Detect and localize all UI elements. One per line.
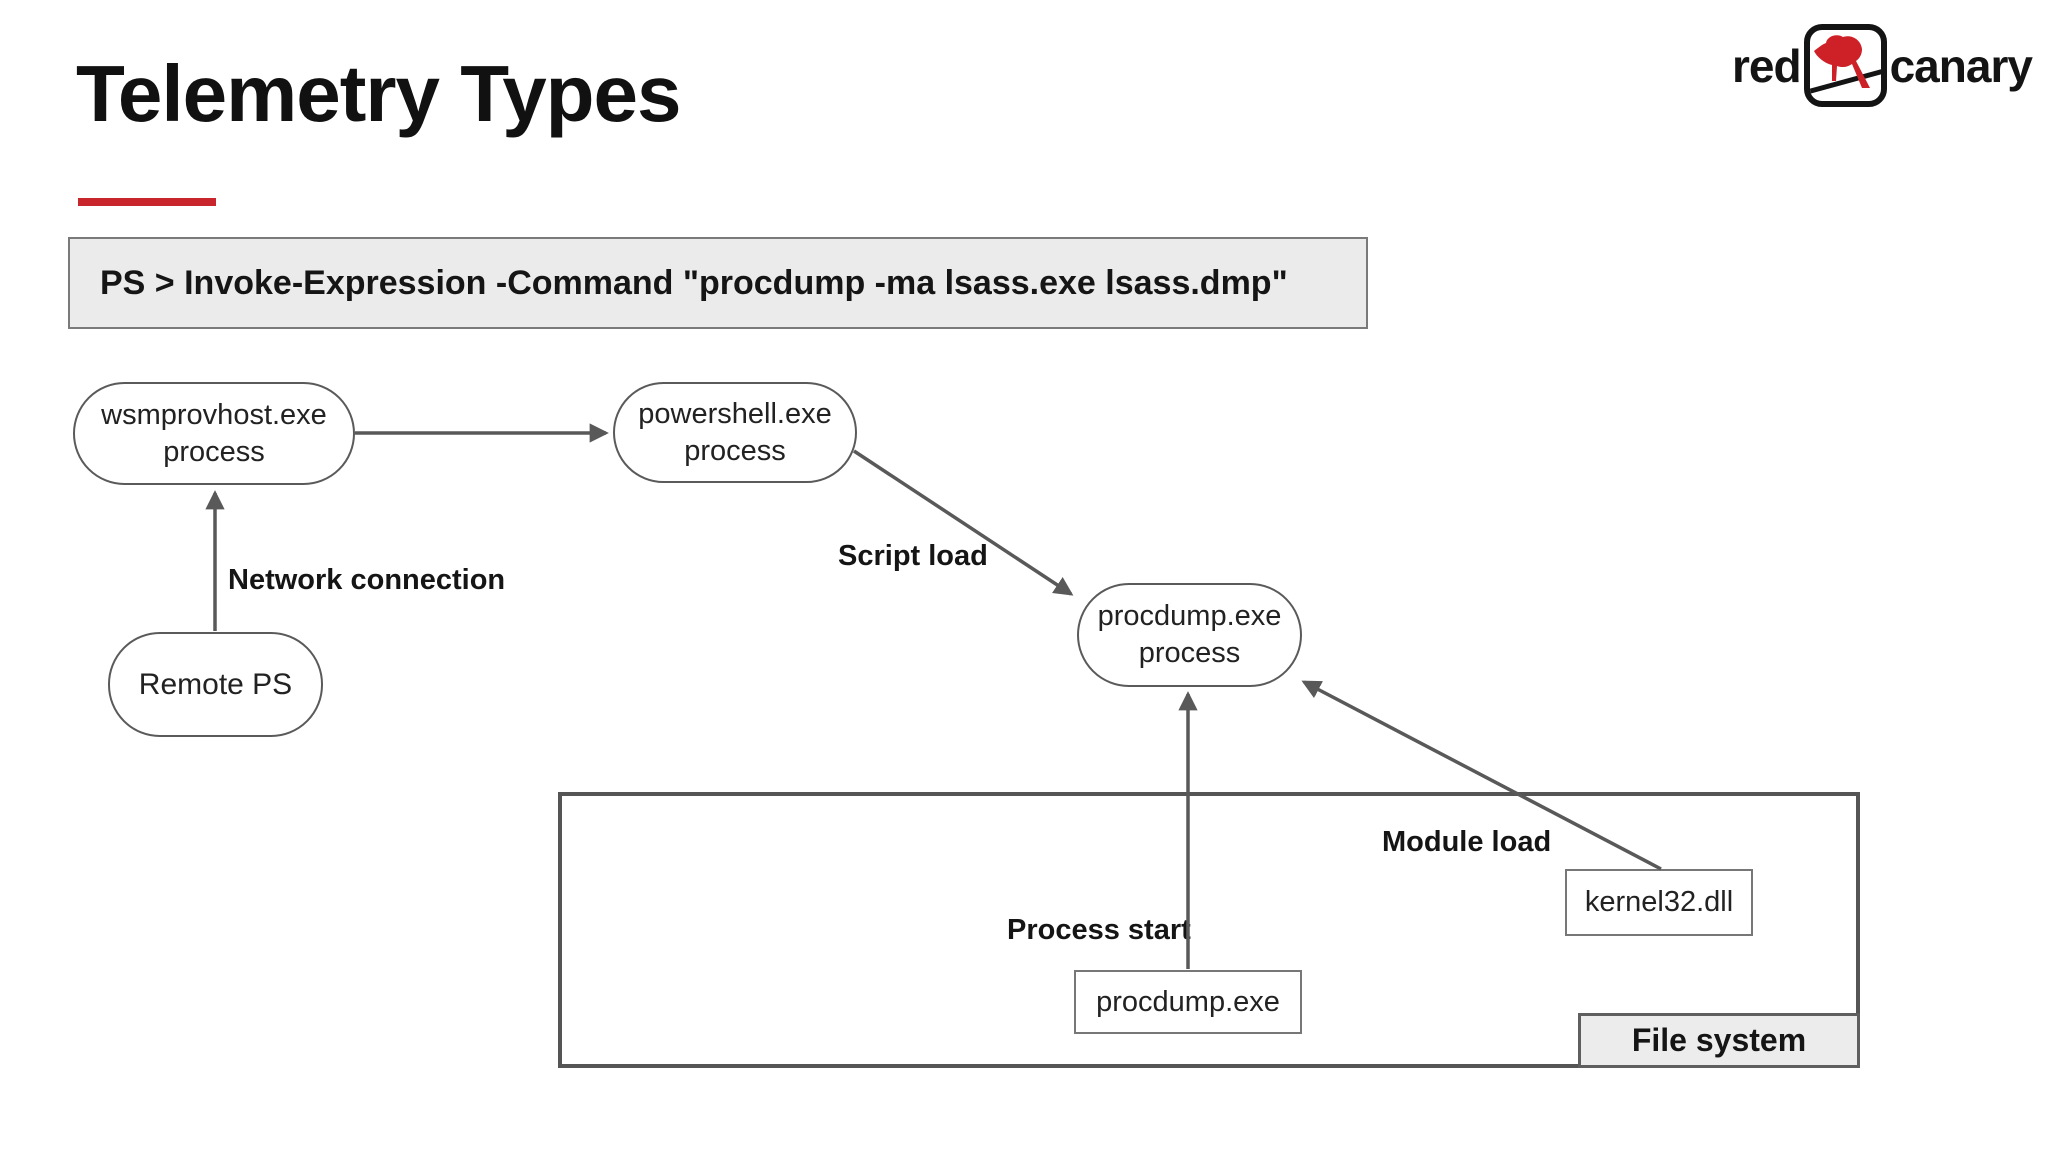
red-canary-logo: red canary xyxy=(1732,24,2033,107)
procdump-file-box: procdump.exe xyxy=(1074,970,1302,1034)
powershell-command-text: PS > Invoke-Expression -Command "procdum… xyxy=(100,263,1288,302)
edge-label-network-connection: Network connection xyxy=(228,564,506,596)
edge-label-script-load: Script load xyxy=(838,540,988,572)
node-wsmprovhost-line2: process xyxy=(163,435,265,468)
node-wsmprovhost-process: wsmprovhost.exe process xyxy=(73,382,355,485)
node-powershell-line2: process xyxy=(684,434,786,467)
node-powershell-line1: powershell.exe xyxy=(638,397,832,430)
edge-label-process-start: Process start xyxy=(1007,914,1191,946)
powershell-command-box: PS > Invoke-Expression -Command "procdum… xyxy=(68,237,1368,329)
kernel32-file-box: kernel32.dll xyxy=(1565,869,1753,936)
file-system-label: File system xyxy=(1631,1022,1807,1058)
procdump-file-label: procdump.exe xyxy=(1096,985,1280,1018)
logo-word-canary: canary xyxy=(1889,39,2033,92)
node-procdump-line1: procdump.exe xyxy=(1097,600,1282,632)
file-system-container xyxy=(558,792,1860,1068)
node-procdump-line2: process xyxy=(1138,637,1241,669)
logo-frame xyxy=(1803,24,1887,107)
node-procdump-process: procdump.exe process xyxy=(1077,583,1302,687)
kernel32-file-label: kernel32.dll xyxy=(1584,886,1734,918)
title-underline-rule xyxy=(78,198,216,206)
page-title: Telemetry Types xyxy=(76,49,682,138)
node-remote-ps-label: Remote PS xyxy=(138,668,293,701)
node-powershell-process: powershell.exe process xyxy=(613,382,857,483)
file-system-label-box: File system xyxy=(1578,1013,1860,1068)
logo-word-red: red xyxy=(1732,39,1802,92)
canary-bird-icon xyxy=(1809,35,1881,94)
edge-label-module-load: Module load xyxy=(1382,826,1552,858)
node-wsmprovhost-line1: wsmprovhost.exe xyxy=(101,398,327,431)
node-remote-ps: Remote PS xyxy=(108,632,323,737)
